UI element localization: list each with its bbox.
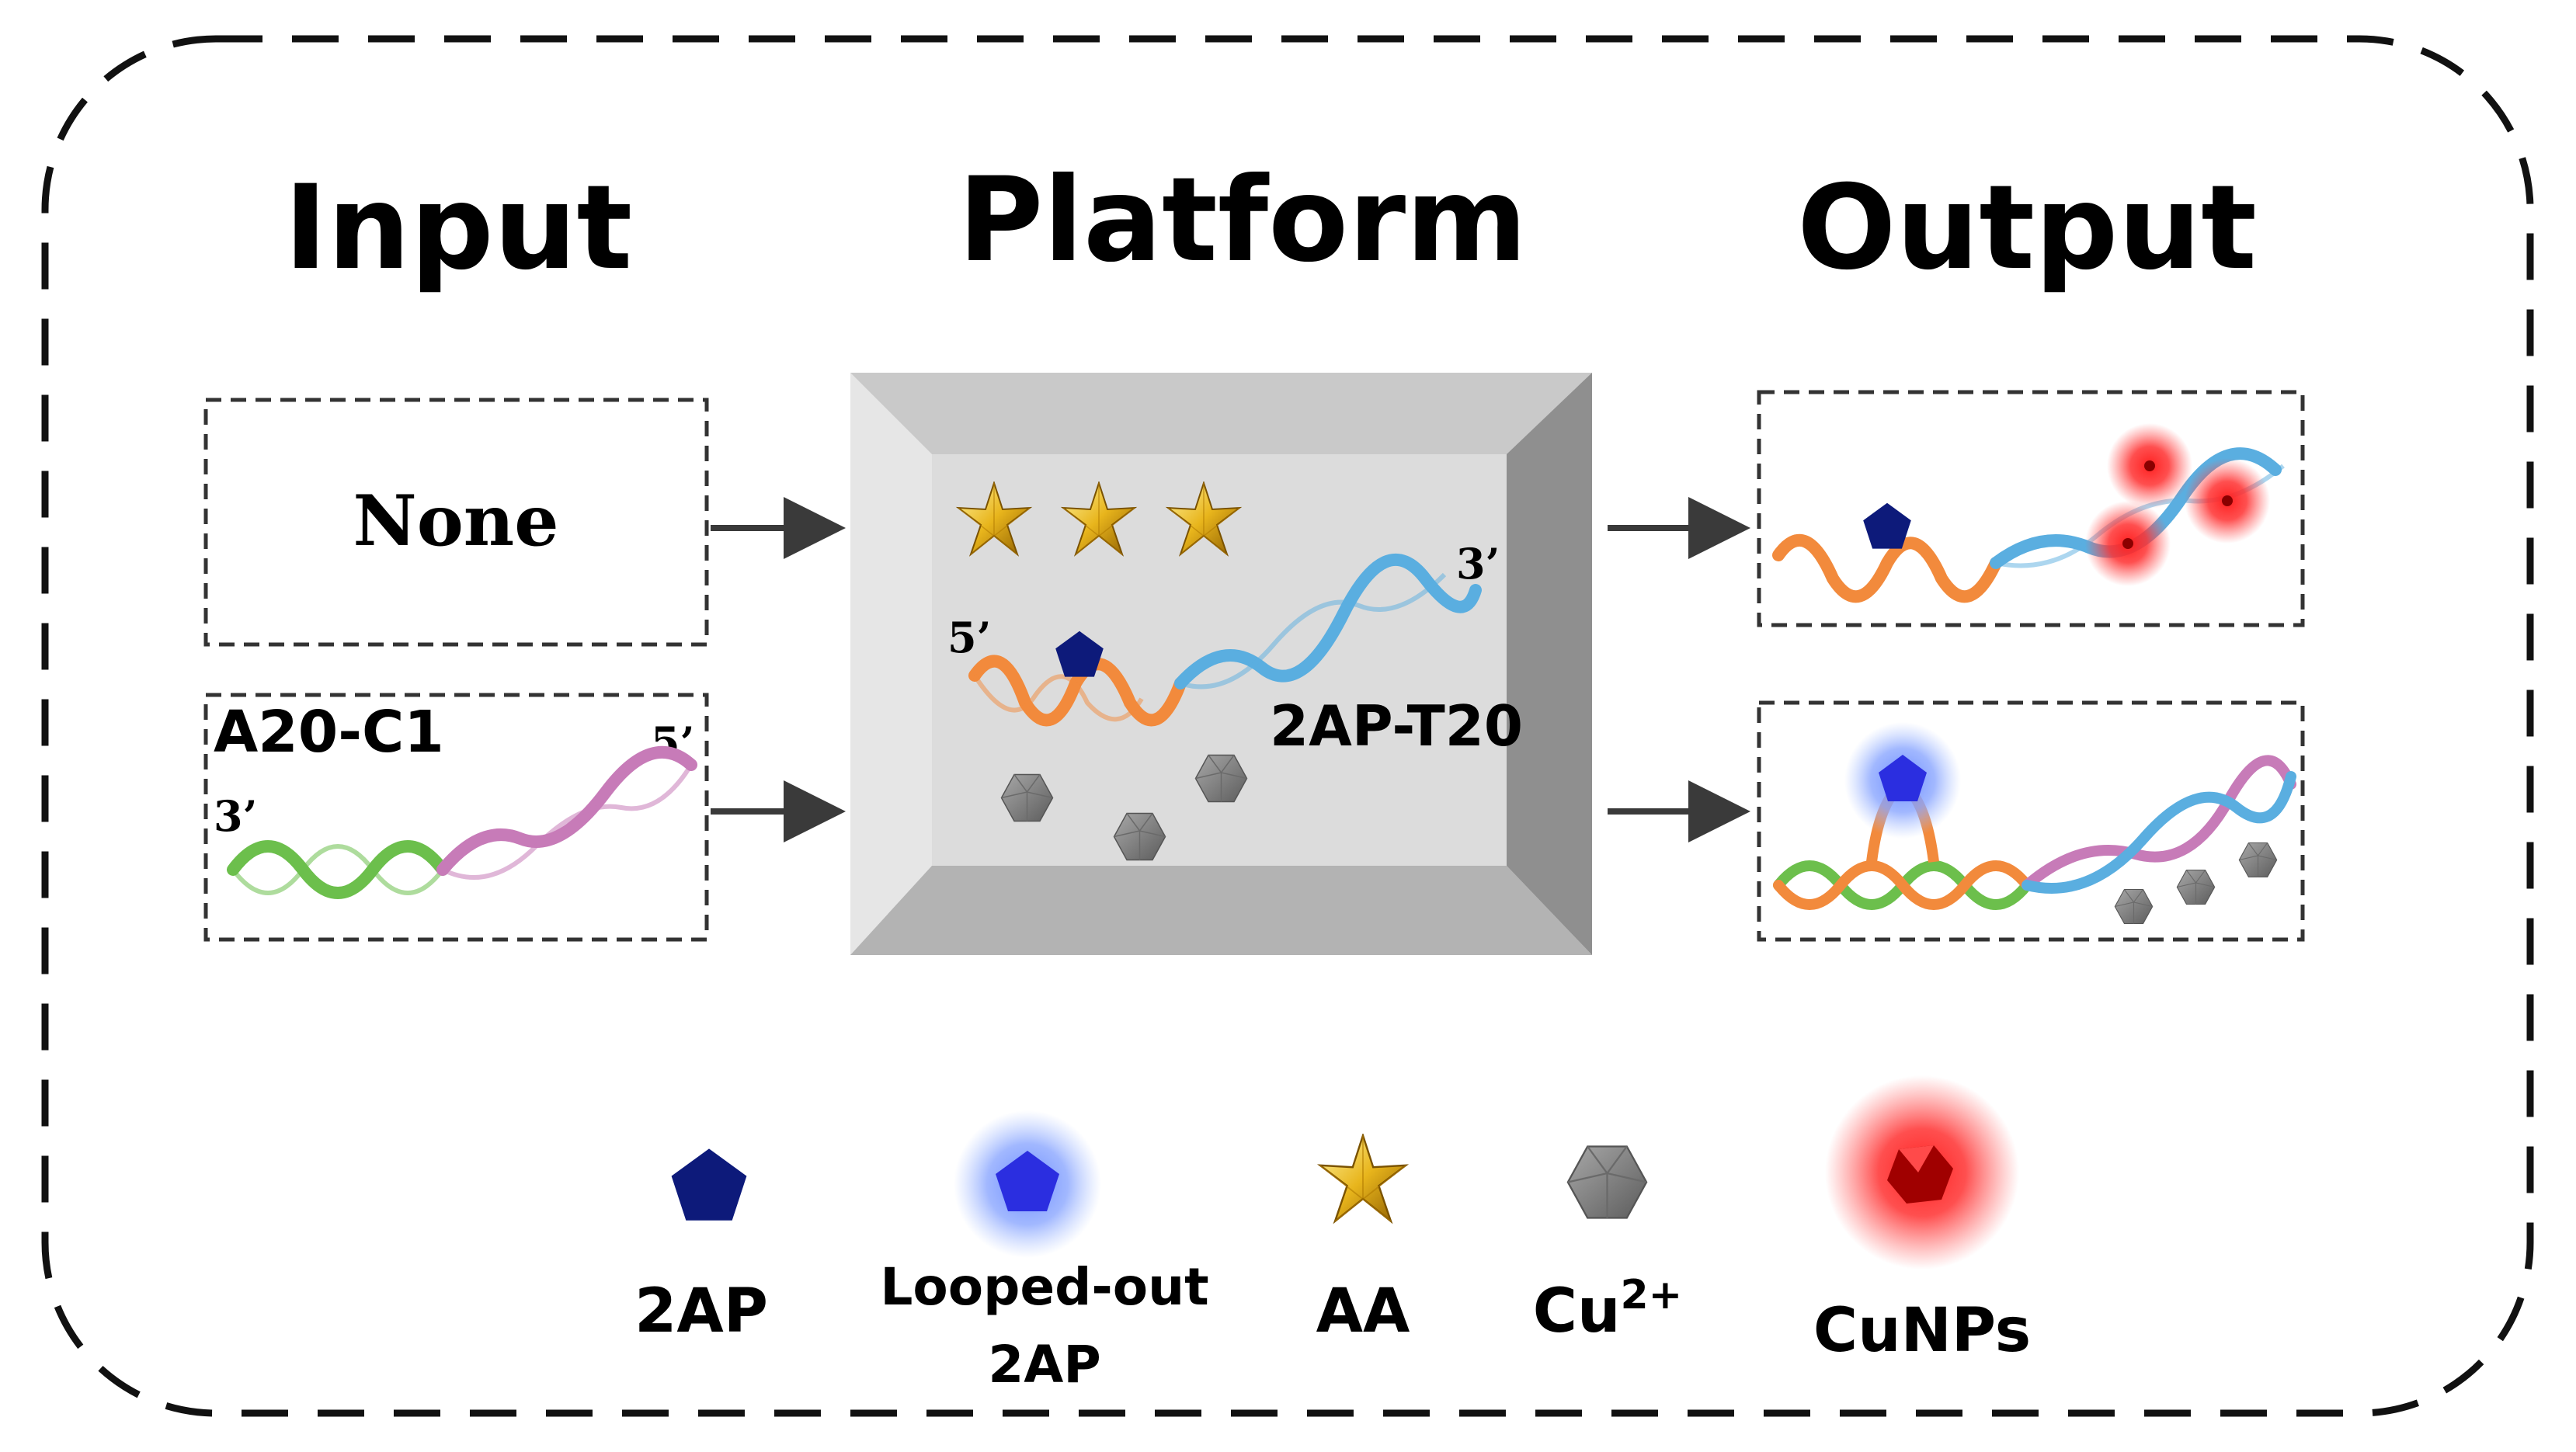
- target-strand: [227, 745, 697, 899]
- target-name-label: A20-C1: [214, 699, 444, 766]
- probe-name-label: 2AP-T20: [1270, 693, 1523, 759]
- legend-aa-label: AA: [1316, 1277, 1410, 1346]
- legend-cu-base: Cu: [1533, 1277, 1621, 1346]
- star-icon: [1319, 1134, 1407, 1223]
- legend-cunps-label: CuNPs: [1813, 1296, 2031, 1366]
- pentagon-icon: [1863, 502, 1911, 549]
- probe-5prime-label: 5’: [947, 613, 991, 662]
- target-3prime-label: 3’: [214, 791, 257, 841]
- hexagon-icon: [2238, 842, 2278, 878]
- heading-platform: Platform: [958, 153, 1528, 288]
- legend-looped-label-line2: 2AP: [988, 1335, 1100, 1395]
- legend-cu-label: Cu2+: [1533, 1272, 1683, 1346]
- red-nanoparticle-icon: [2185, 458, 2270, 544]
- hexagon-icon: [2114, 888, 2154, 925]
- glowing-pentagon-icon: [1844, 722, 1961, 839]
- legend-2ap-label: 2AP: [634, 1277, 768, 1346]
- probe-3prime-label: 3’: [1456, 539, 1500, 589]
- red-nanoparticle-icon: [2107, 423, 2192, 509]
- input-none-label: None: [353, 480, 559, 562]
- legend-cu-superscript: 2+: [1621, 1272, 1683, 1318]
- output-box-looped: [1757, 700, 2305, 942]
- legend-looped-label-line1: Looped-out: [880, 1257, 1208, 1317]
- glowing-pentagon-icon: [954, 1110, 1101, 1258]
- outer-border: [41, 35, 2534, 1417]
- pentagon-icon: [671, 1148, 747, 1221]
- output-box-cunps: [1757, 390, 2305, 627]
- output2-duplex: [1773, 755, 2296, 910]
- heading-output: Output: [1797, 161, 2257, 296]
- hexagon-icon: [2176, 869, 2216, 905]
- red-nanoparticle-icon: [1825, 1075, 2019, 1270]
- red-nanoparticle-icon: [2085, 501, 2171, 586]
- input-box-target: [203, 693, 709, 942]
- input-box-none: [203, 398, 709, 647]
- heading-input: Input: [284, 161, 632, 296]
- probe-strand: [968, 553, 1482, 727]
- hexagon-icon: [1566, 1145, 1648, 1219]
- platform-box: [850, 373, 1592, 955]
